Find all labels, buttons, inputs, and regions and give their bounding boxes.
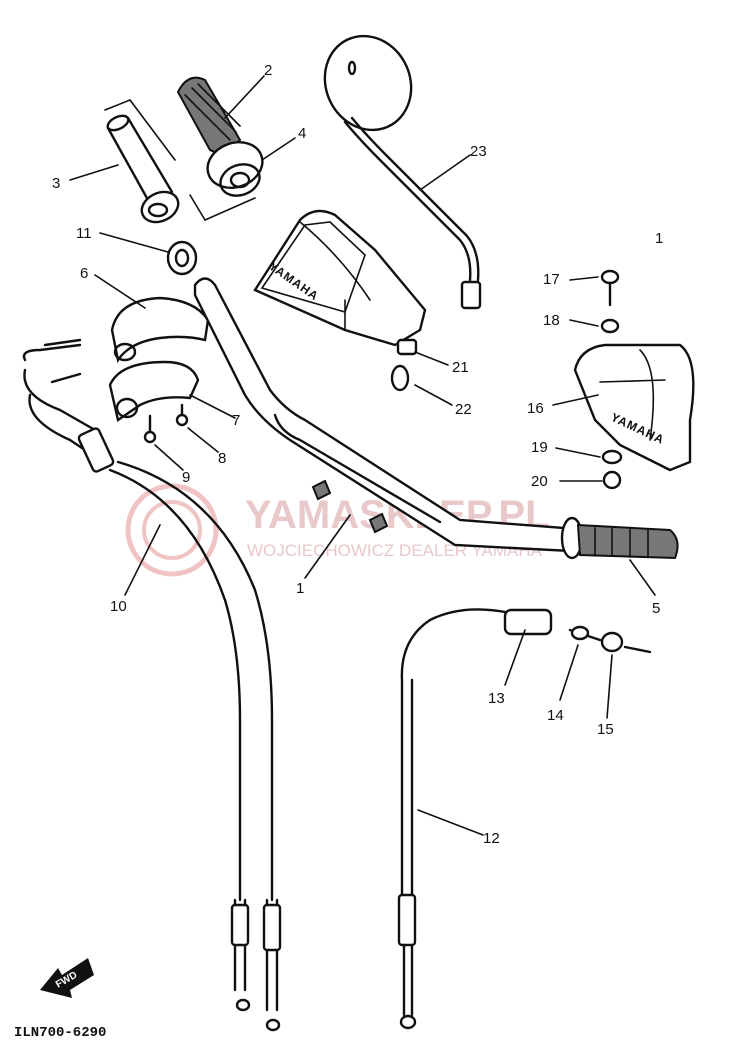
- drawing-code: ILN700-6290: [14, 1025, 106, 1041]
- callout-12: 12: [483, 830, 500, 847]
- part-grip-right: [560, 516, 679, 560]
- callout-16: 16: [527, 400, 544, 417]
- callout-5: 5: [652, 600, 660, 617]
- callout-4: 4: [298, 125, 306, 142]
- callout-2: 2: [264, 62, 272, 79]
- callout-1-ref: 1: [655, 230, 663, 247]
- part-collar: [166, 240, 198, 276]
- part-throttle-tube: [104, 99, 256, 224]
- callout-9: 9: [182, 469, 190, 486]
- callout-22: 22: [455, 401, 472, 418]
- part-handlebar: [193, 277, 592, 554]
- part-handguard-right: YAMAHA: [573, 343, 695, 472]
- part-handguard-left: YAMAHA: [253, 209, 427, 392]
- part-clamp-lower: [108, 360, 200, 422]
- callout-13: 13: [488, 690, 505, 707]
- callout-3: 3: [52, 175, 60, 192]
- part-clamp-upper: [110, 296, 210, 364]
- part-screws-clamp: [143, 403, 189, 444]
- callout-1: 1: [296, 580, 304, 597]
- callout-labels: 2 3 4 23 11 1 6 17 18 21 22 16 7 19 8 9 …: [52, 62, 663, 847]
- callout-18: 18: [543, 312, 560, 329]
- callout-23: 23: [470, 143, 487, 160]
- leader-lines: [69, 75, 656, 836]
- fwd-arrow: FWD: [40, 958, 94, 998]
- callout-10: 10: [110, 598, 127, 615]
- callout-11: 11: [76, 225, 92, 242]
- callout-21: 21: [452, 359, 469, 376]
- callout-19: 19: [531, 439, 548, 456]
- callout-17: 17: [543, 271, 560, 288]
- callout-7: 7: [232, 412, 240, 429]
- part-hardware-right: [600, 269, 623, 490]
- callout-8: 8: [218, 450, 226, 467]
- callout-20: 20: [531, 473, 548, 490]
- part-clutch-cable: [397, 608, 652, 1030]
- part-throttle-cables: [22, 338, 282, 1032]
- callout-6: 6: [80, 265, 88, 282]
- callout-15: 15: [597, 721, 614, 738]
- part-grip-end: [206, 141, 264, 197]
- part-grip-left: [176, 76, 242, 154]
- callout-14: 14: [547, 707, 564, 724]
- part-mirror: [323, 34, 482, 310]
